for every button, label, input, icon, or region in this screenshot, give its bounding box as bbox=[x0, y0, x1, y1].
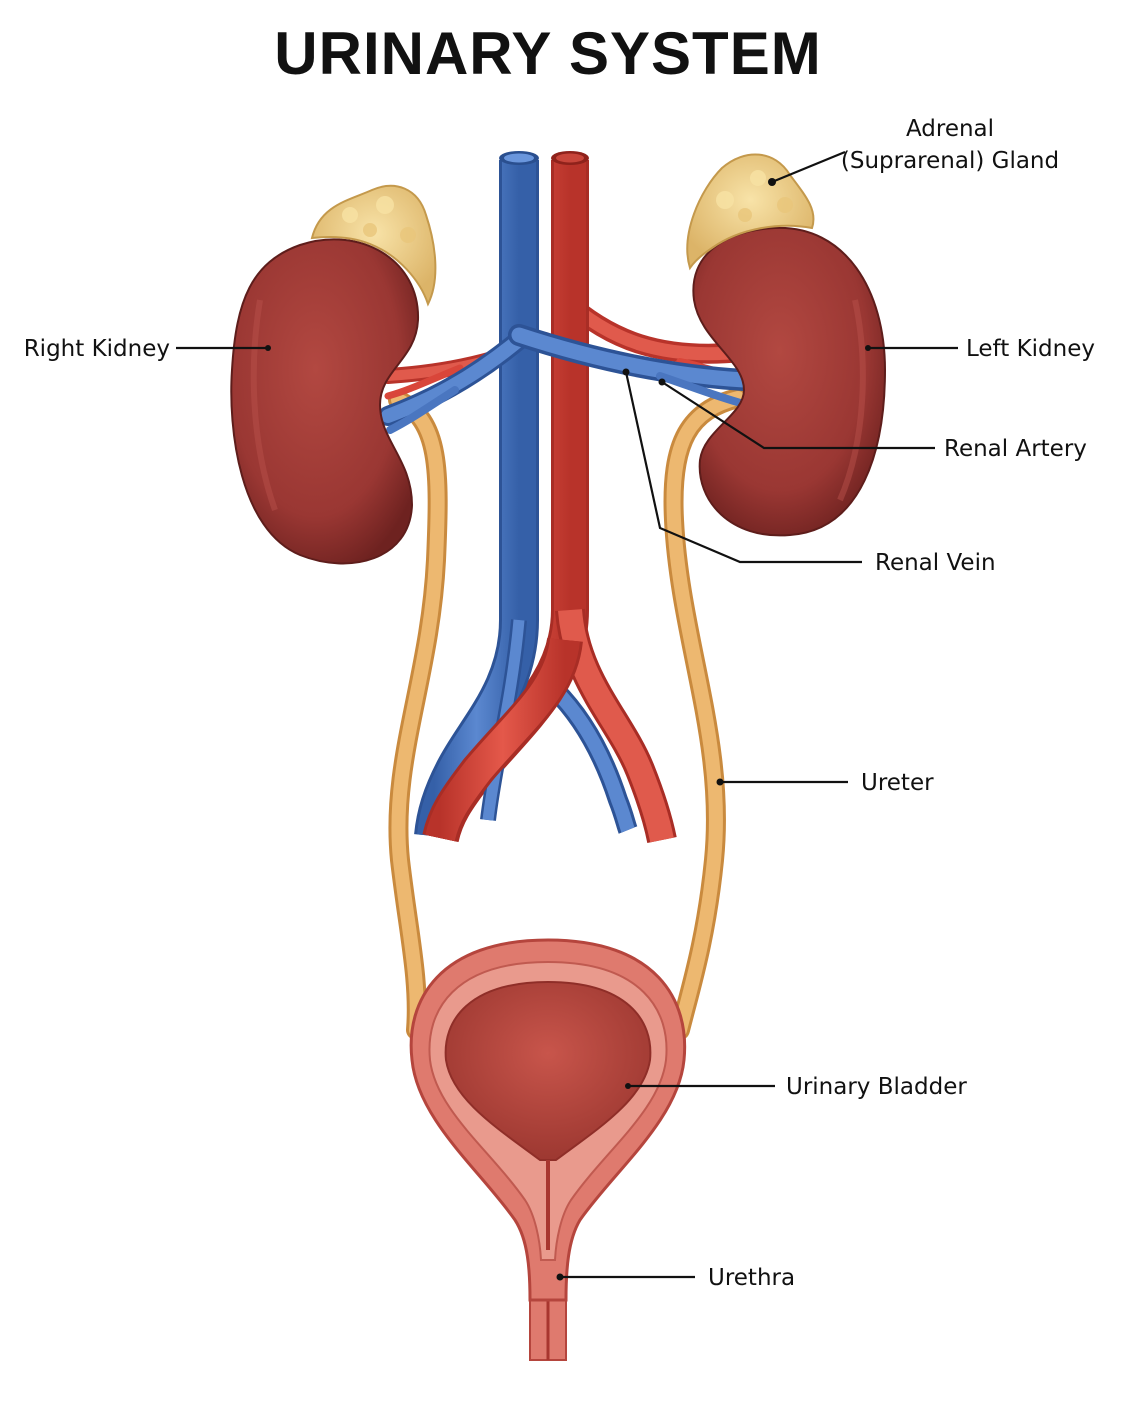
label-adrenal-line2: (Suprarenal) Gland bbox=[841, 148, 1059, 174]
leader-dots bbox=[265, 178, 871, 1281]
labels: Adrenal (Suprarenal) Gland Right Kidney … bbox=[24, 116, 1095, 1291]
label-urethra: Urethra bbox=[708, 1265, 795, 1291]
renal-veins bbox=[378, 324, 755, 434]
leader-lines bbox=[176, 150, 958, 1279]
ureters bbox=[388, 388, 748, 1040]
label-renal-artery: Renal Artery bbox=[944, 436, 1087, 462]
label-renal-vein: Renal Vein bbox=[875, 550, 996, 576]
left-kidney bbox=[692, 226, 887, 537]
page-title: URINARY SYSTEM bbox=[274, 20, 821, 87]
left-adrenal-gland bbox=[686, 153, 815, 271]
label-adrenal-line1: Adrenal bbox=[906, 116, 994, 142]
label-right-kidney: Right Kidney bbox=[24, 336, 170, 362]
label-left-kidney: Left Kidney bbox=[966, 336, 1095, 362]
right-kidney bbox=[230, 238, 420, 565]
right-adrenal-gland bbox=[310, 185, 437, 307]
label-urinary-bladder: Urinary Bladder bbox=[786, 1074, 967, 1100]
label-ureter: Ureter bbox=[861, 770, 934, 796]
urinary-bladder bbox=[409, 938, 687, 1361]
